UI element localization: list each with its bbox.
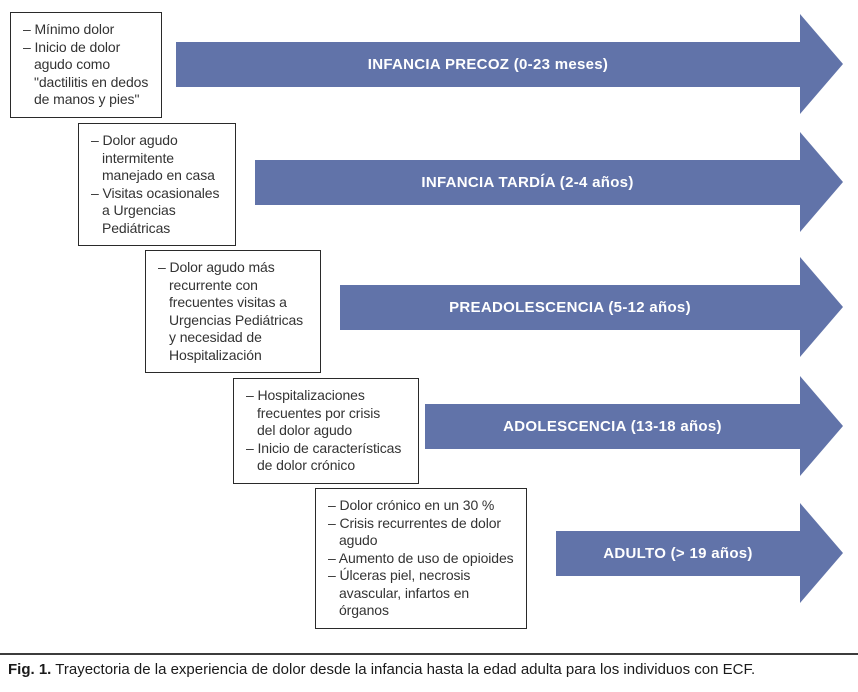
stage-arrow-label: INFANCIA PRECOZ (0-23 meses)	[367, 55, 609, 73]
stage-notes-box-infancia-precoz: – Mínimo dolor – Inicio de dolor agudo c…	[10, 12, 162, 118]
note-bullet: – Visitas ocasionales a Urgencias Pediát…	[91, 184, 220, 236]
note-bullet: – Mínimo dolor	[23, 21, 115, 37]
stage-arrow-adolescencia: ADOLESCENCIA (13-18 años)	[425, 376, 843, 476]
stage-arrow-label: INFANCIA TARDÍA (2-4 años)	[421, 173, 634, 191]
note-bullet: – Úlceras piel, necrosis avascular, infa…	[328, 567, 471, 618]
arrow-body: ADOLESCENCIA (13-18 años)	[425, 403, 800, 449]
stage-arrow-infancia-precoz: INFANCIA PRECOZ (0-23 meses)	[176, 14, 843, 114]
note-bullet: – Hospitalizaciones frecuentes por crisi…	[246, 387, 381, 438]
arrow-body: INFANCIA TARDÍA (2-4 años)	[255, 159, 800, 205]
arrow-body: ADULTO (> 19 años)	[556, 530, 800, 576]
stage-notes-list: – Dolor agudo intermitente manejado en c…	[91, 132, 230, 237]
arrow-head	[800, 132, 843, 232]
stage-notes-box-infancia-tardia: – Dolor agudo intermitente manejado en c…	[78, 123, 236, 246]
arrow-head	[800, 503, 843, 603]
arrow-body: PREADOLESCENCIA (5-12 años)	[340, 284, 800, 330]
note-bullet: – Dolor agudo más recurrente con frecuen…	[158, 259, 304, 363]
stage-notes-list: – Hospitalizaciones frecuentes por crisi…	[246, 387, 413, 475]
figure-caption: Fig. 1. Trayectoria de la experiencia de…	[8, 661, 755, 678]
arrow-head	[800, 14, 843, 114]
arrow-head	[800, 376, 843, 476]
note-bullet: – Inicio de dolor agudo como "dactilitis…	[23, 38, 149, 108]
note-bullet: – Aumento de uso de opioides	[328, 549, 514, 566]
stage-arrow-label: PREADOLESCENCIA (5-12 años)	[449, 298, 691, 316]
note-bullet: – Inicio de características de dolor cró…	[246, 439, 402, 474]
stage-arrow-label: ADULTO (> 19 años)	[603, 544, 753, 562]
stage-arrow-infancia-tardia: INFANCIA TARDÍA (2-4 años)	[255, 132, 843, 232]
stage-arrow-adulto: ADULTO (> 19 años)	[556, 503, 843, 603]
stage-arrow-preadolescencia: PREADOLESCENCIA (5-12 años)	[340, 257, 843, 357]
arrow-body: INFANCIA PRECOZ (0-23 meses)	[176, 41, 800, 87]
note-bullet: – Crisis recurrentes de dolor agudo	[328, 514, 501, 549]
stage-arrow-label: ADOLESCENCIA (13-18 años)	[503, 417, 722, 435]
stage-notes-list: – Dolor crónico en un 30 % – Crisis recu…	[328, 497, 521, 620]
note-bullet: – Dolor agudo intermitente manejado en c…	[91, 132, 215, 183]
stage-notes-box-adolescencia: – Hospitalizaciones frecuentes por crisi…	[233, 378, 419, 484]
stage-notes-list: – Mínimo dolor – Inicio de dolor agudo c…	[23, 21, 156, 109]
caption-divider	[0, 653, 858, 655]
figure-caption-text: Trayectoria de la experiencia de dolor d…	[55, 661, 756, 678]
stage-notes-box-adulto: – Dolor crónico en un 30 % – Crisis recu…	[315, 488, 527, 629]
figure-caption-label: Fig. 1.	[8, 661, 52, 678]
stage-notes-list: – Dolor agudo más recurrente con frecuen…	[158, 259, 315, 364]
arrow-head	[800, 257, 843, 357]
stage-notes-box-preadolescencia: – Dolor agudo más recurrente con frecuen…	[145, 250, 321, 373]
note-bullet: – Dolor crónico en un 30 %	[328, 497, 495, 513]
